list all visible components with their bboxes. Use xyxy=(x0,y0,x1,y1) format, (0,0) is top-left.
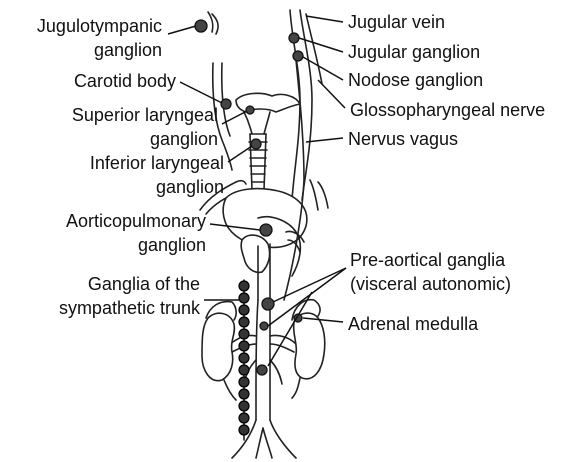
leader-carotid-body xyxy=(180,82,222,103)
pre-aortical-ganglion-marker-1 xyxy=(262,298,274,310)
aorticopulmonary-ganglion-marker xyxy=(260,224,272,236)
superior-laryngeal-ganglion-marker xyxy=(246,106,254,114)
left-labels: Jugulotympanic ganglion Carotid body Sup… xyxy=(37,16,224,318)
label-inferior-laryngeal-line1: Inferior laryngeal xyxy=(90,153,224,173)
label-sympathetic-trunk-line1: Ganglia of the xyxy=(88,274,200,294)
leader-jugular-vein xyxy=(306,16,343,22)
label-superior-laryngeal-line2: ganglion xyxy=(150,129,218,149)
leader-inferior-laryngeal xyxy=(228,146,252,162)
label-pre-aortical-line1: Pre-aortical ganglia xyxy=(350,250,506,270)
sympathetic-ganglion xyxy=(239,353,249,363)
sympathetic-ganglion xyxy=(239,281,249,291)
inferior-laryngeal-ganglion-marker xyxy=(251,139,261,149)
jugular-ganglion-marker xyxy=(289,33,299,43)
label-carotid-body: Carotid body xyxy=(74,71,176,91)
label-sympathetic-trunk-line2: sympathetic trunk xyxy=(59,298,201,318)
sympathetic-ganglion xyxy=(239,389,249,399)
label-nervus-vagus: Nervus vagus xyxy=(348,129,458,149)
sympathetic-ganglion xyxy=(239,425,249,435)
label-jugular-vein: Jugular vein xyxy=(348,12,445,32)
sympathetic-ganglion xyxy=(239,377,249,387)
jugulotympanic-ganglion-marker xyxy=(195,20,207,32)
label-superior-laryngeal-line1: Superior laryngeal xyxy=(72,105,218,125)
sympathetic-ganglion xyxy=(239,413,249,423)
label-aorticopulmonary-line1: Aorticopulmonary xyxy=(66,211,206,231)
sympathetic-ganglion xyxy=(239,317,249,327)
sympathetic-ganglion xyxy=(239,305,249,315)
label-adrenal-medulla: Adrenal medulla xyxy=(348,314,479,334)
sympathetic-ganglion xyxy=(239,293,249,303)
sympathetic-ganglion xyxy=(239,329,249,339)
nodose-ganglion-marker xyxy=(293,51,303,61)
label-jugulotympanic-line1: Jugulotympanic xyxy=(37,16,162,36)
pre-aortical-ganglion-marker-2 xyxy=(260,322,268,330)
sympathetic-ganglion xyxy=(239,341,249,351)
leader-superior-laryngeal xyxy=(222,111,247,124)
right-labels: Jugular vein Jugular ganglion Nodose gan… xyxy=(348,12,545,334)
sympathetic-ganglion xyxy=(239,365,249,375)
label-jugular-ganglion: Jugular ganglion xyxy=(348,42,480,62)
carotid-body-marker xyxy=(221,99,231,109)
pre-aortical-ganglion-marker-3 xyxy=(257,365,267,375)
label-jugulotympanic-line2: ganglion xyxy=(94,40,162,60)
label-nodose-ganglion: Nodose ganglion xyxy=(348,70,483,90)
sympathetic-ganglion xyxy=(239,401,249,411)
label-glossopharyngeal-nerve: Glossopharyngeal nerve xyxy=(350,100,545,120)
leader-glossopharyngeal xyxy=(318,80,345,108)
label-aorticopulmonary-line2: ganglion xyxy=(138,235,206,255)
leader-jugulotympanic xyxy=(168,26,196,34)
leader-nervus-vagus xyxy=(306,138,343,142)
label-inferior-laryngeal-line2: ganglion xyxy=(156,177,224,197)
label-pre-aortical-line2: (visceral autonomic) xyxy=(350,274,511,294)
